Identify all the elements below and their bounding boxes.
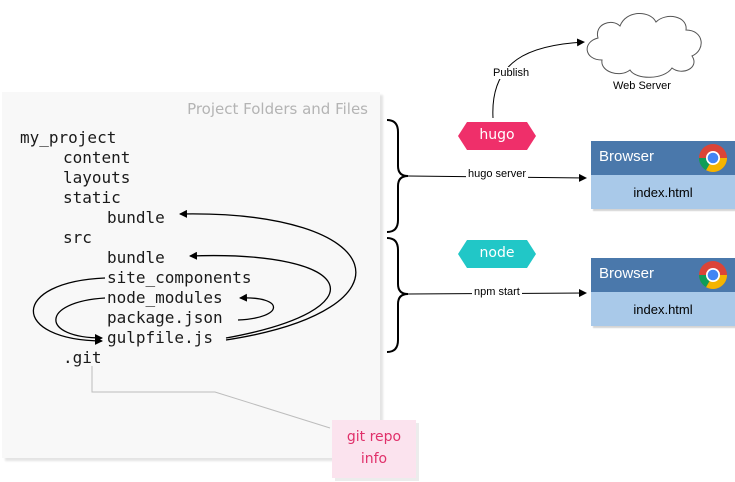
tree-git: .git: [63, 348, 102, 367]
chrome-icon: [699, 144, 727, 172]
tree-src: src: [63, 228, 92, 247]
tree-layouts: layouts: [63, 168, 131, 187]
tree-static-bundle: bundle: [107, 208, 165, 227]
arrow-gulpfile-to-src-bundle: [189, 251, 332, 339]
arrow-node-modules-to-gulpfile: [55, 297, 106, 342]
tree-package-json: package.json: [107, 308, 223, 327]
chrome-icon: [699, 261, 727, 289]
hugo-brace: [386, 119, 409, 233]
browser-window-2: Browser index.html: [591, 258, 735, 326]
panel-title: Project Folders and Files: [187, 100, 368, 118]
node-brace: [386, 237, 409, 353]
arrow-package-json-to-node-modules: [237, 293, 274, 321]
web-server-label: Web Server: [613, 80, 671, 92]
git-note-line2: info: [360, 451, 388, 467]
browser-file: index.html: [633, 185, 693, 200]
arrow-publish: [492, 38, 585, 119]
browser-window-1: Browser index.html: [591, 141, 735, 209]
node-label: node: [479, 245, 515, 261]
browser-file: index.html: [633, 302, 693, 317]
tree-site-components: site_components: [107, 268, 252, 287]
npm-start-label: npm start: [472, 286, 522, 298]
project-panel: [2, 92, 380, 458]
browser-title: Browser: [599, 265, 655, 282]
tree-src-bundle: bundle: [107, 248, 165, 267]
cloud-icon: [586, 13, 702, 78]
publish-label: Publish: [491, 67, 532, 79]
tree-gulpfile: gulpfile.js: [107, 328, 213, 347]
hugo-server-label: hugo server: [466, 168, 529, 180]
git-repo-note: git repo info: [332, 420, 416, 478]
hugo-label: hugo: [479, 127, 515, 143]
tree-node-modules: node_modules: [107, 288, 223, 307]
arrow-gulpfile-to-static-bundle: [179, 209, 357, 341]
git-note-connector: [91, 366, 331, 429]
hugo-hexagon: [458, 122, 536, 150]
tree-content: content: [63, 148, 131, 167]
browser-title: Browser: [599, 148, 655, 165]
tree-my-project: my_project: [20, 128, 117, 147]
git-note-line1: git repo: [346, 429, 402, 445]
arrow-site-components-to-gulpfile: [32, 277, 106, 345]
tree-static: static: [63, 188, 121, 207]
node-hexagon: [458, 240, 536, 268]
